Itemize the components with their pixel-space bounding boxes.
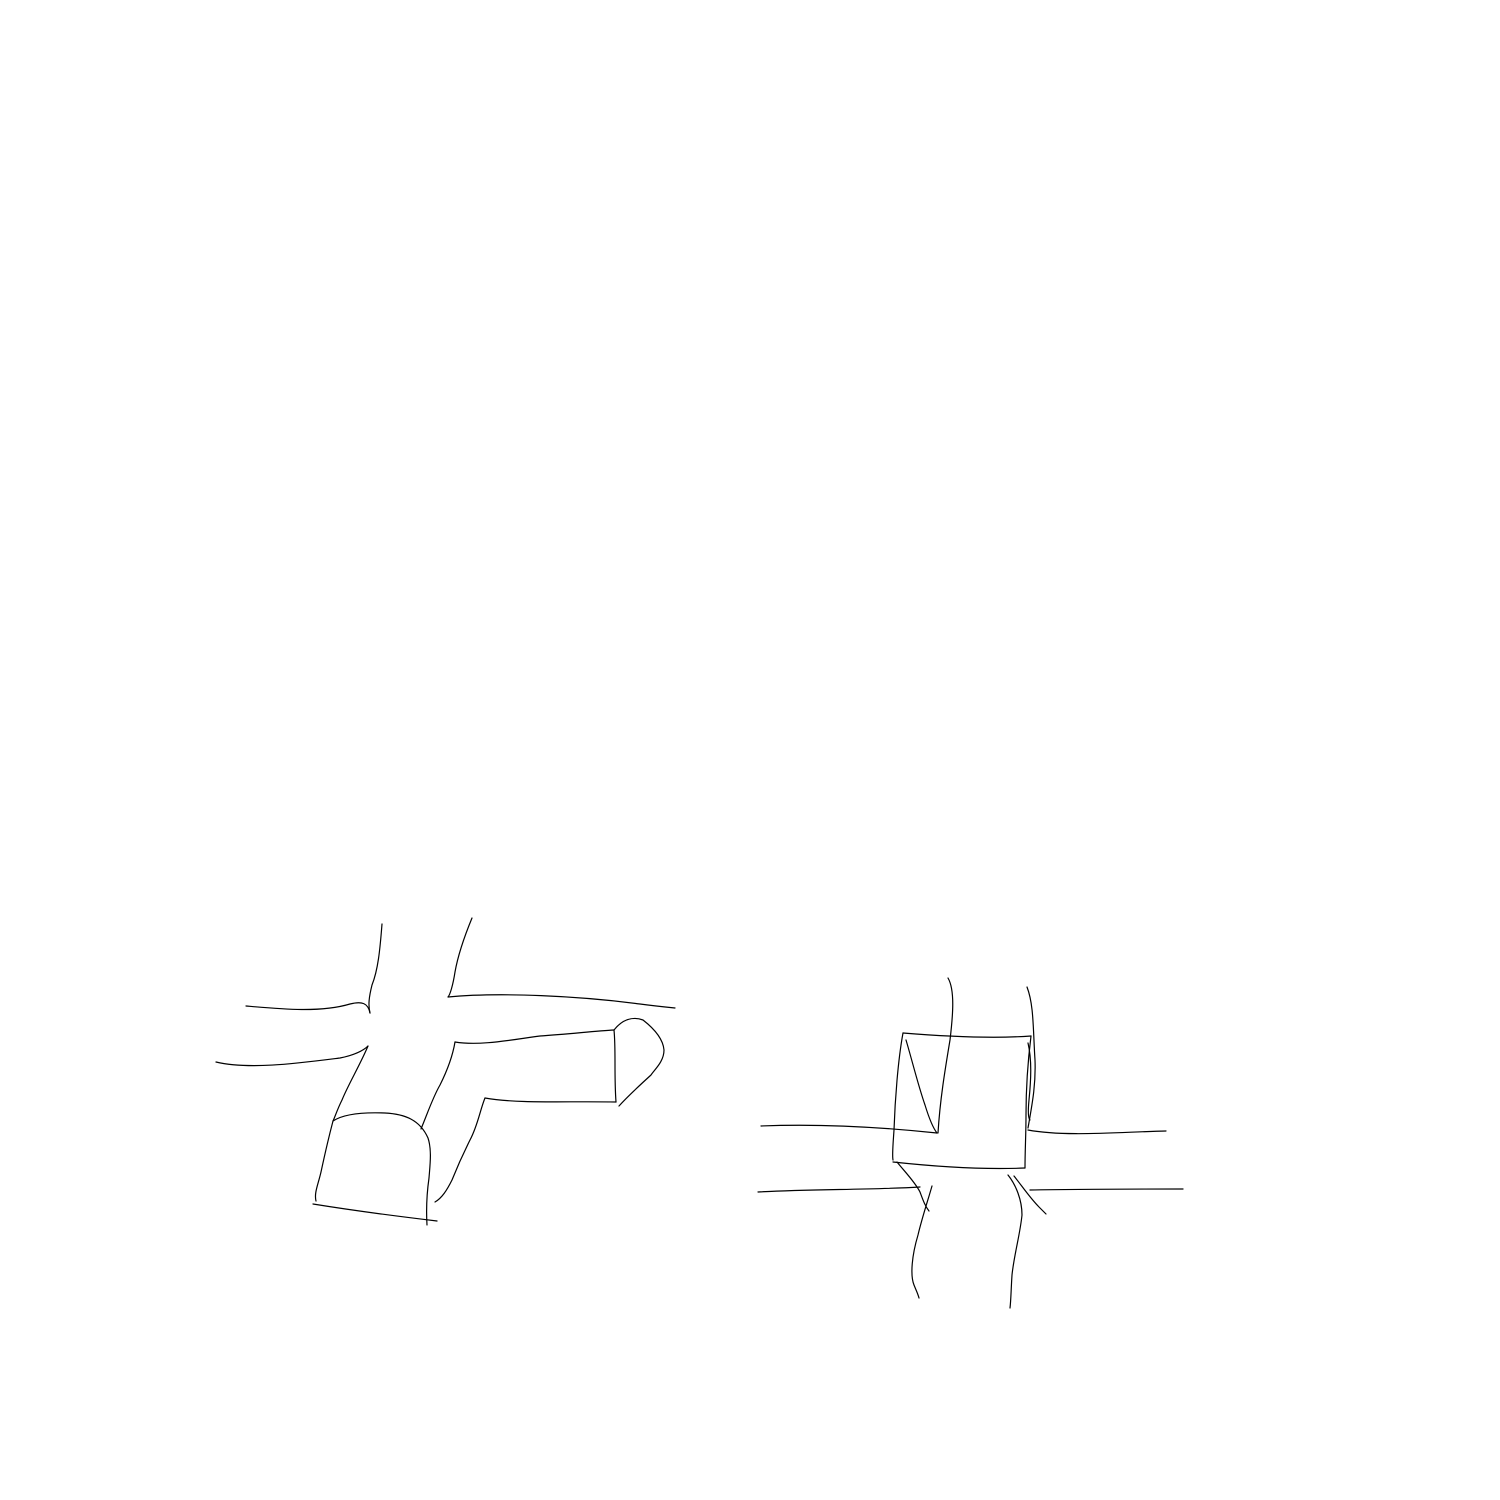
right-sketch-stroke <box>891 1032 904 1161</box>
left-sketch-stroke <box>484 1097 617 1103</box>
left-sketch-stroke <box>314 1120 334 1202</box>
right-sketch <box>757 977 1184 1309</box>
left-sketch-stroke <box>312 1203 438 1222</box>
right-sketch-stroke <box>1027 1042 1032 1121</box>
left-sketch-stroke <box>613 1017 665 1107</box>
left-sketch-stroke <box>332 1045 369 1122</box>
right-sketch-stroke <box>892 1161 1026 1170</box>
left-sketch-stroke <box>332 1112 431 1226</box>
left-sketch-stroke <box>454 1029 615 1044</box>
right-sketch-stroke <box>1029 1188 1184 1191</box>
right-sketch-stroke <box>896 1161 930 1212</box>
right-sketch-stroke <box>1007 1174 1023 1309</box>
right-sketch-stroke <box>760 1124 938 1134</box>
left-sketch-stroke <box>613 1029 617 1103</box>
right-sketch-stroke <box>1027 1129 1167 1135</box>
left-sketch <box>215 917 676 1226</box>
left-sketch-stroke <box>368 923 383 1014</box>
right-sketch-stroke <box>1013 1175 1047 1215</box>
left-sketch-stroke <box>245 1002 371 1014</box>
left-sketch-stroke <box>420 1041 456 1130</box>
left-sketch-stroke <box>215 1045 369 1067</box>
left-sketch-stroke <box>447 917 473 998</box>
right-sketch-stroke <box>937 977 954 1134</box>
right-sketch-stroke <box>905 1039 938 1134</box>
right-sketch-stroke <box>902 1032 1032 1038</box>
right-sketch-stroke <box>1026 986 1036 1129</box>
left-sketch-stroke <box>434 1097 486 1203</box>
left-sketch-stroke <box>447 994 676 1009</box>
right-sketch-stroke <box>757 1186 921 1193</box>
right-sketch-stroke <box>1024 1035 1032 1169</box>
right-sketch-stroke <box>911 1185 933 1299</box>
